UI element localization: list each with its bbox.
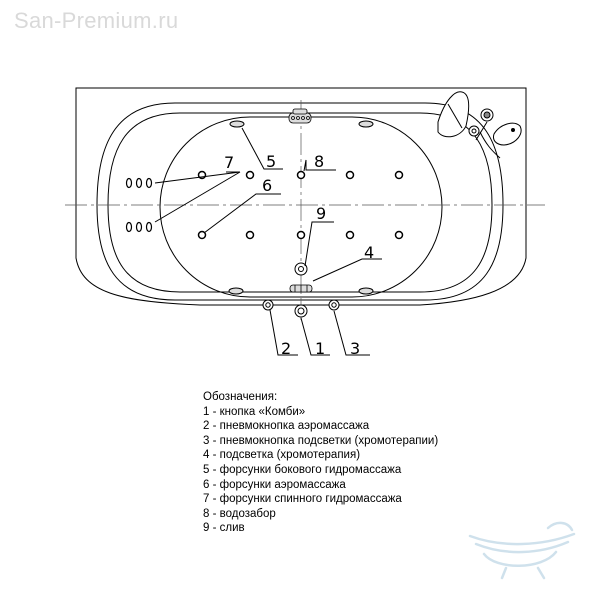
air-jet (245, 170, 255, 180)
back-jet (125, 221, 133, 233)
air-jet (345, 170, 355, 180)
callout-5: 5 (266, 152, 276, 171)
callout-6: 6 (262, 176, 272, 195)
back-jet (145, 221, 153, 233)
side-jet (229, 120, 245, 128)
legend-item: 7 - форсунки спинного гидромассажа (203, 493, 402, 506)
legend-item: 6 - форсунки аэромассажа (203, 478, 346, 491)
air-button-inner (265, 302, 271, 308)
mixer-faucet (437, 91, 522, 159)
combi-button-inner (297, 307, 305, 315)
legend: Обозначения: 1 - кнопка «Комби» 2 - пнев… (203, 390, 438, 536)
leader-lines (154, 127, 382, 356)
legend-item: 1 - кнопка «Комби» (203, 405, 306, 418)
site-watermark: San-Premium.ru (14, 8, 179, 33)
air-jet (394, 230, 404, 240)
side-hydromassage-jets (228, 120, 374, 295)
side-jet (358, 120, 374, 128)
back-jet (145, 177, 153, 189)
air-jet (197, 230, 207, 240)
callout-1: 1 (315, 339, 325, 358)
callout-4: 4 (364, 243, 374, 262)
side-jet (358, 287, 374, 295)
callout-2: 2 (281, 339, 291, 358)
air-jet (345, 230, 355, 240)
center-lines (65, 100, 545, 320)
aeromassage-jets (197, 170, 404, 240)
tub-bowl-contour (107, 112, 493, 293)
legend-title: Обозначения: (203, 391, 278, 403)
tub-outer-rim (75, 87, 527, 306)
callout-9: 9 (316, 204, 326, 223)
air-jet (296, 170, 306, 180)
callout-7: 7 (224, 153, 234, 172)
light-button-inner (331, 302, 337, 308)
legend-item: 5 - форсунки бокового гидромассажа (203, 463, 402, 476)
back-jet (135, 221, 143, 233)
air-jet (296, 230, 306, 240)
callout-8: 8 (314, 152, 324, 171)
legend-item: 3 - пневмокнопка подсветки (хромотерапии… (203, 434, 439, 447)
rim-buttons (262, 299, 340, 318)
back-jet (125, 177, 133, 189)
legend-item: 9 - слив (203, 522, 245, 535)
bathtub-logo-icon (468, 521, 576, 580)
legend-item: 2 - пневмокнопка аэромассажа (203, 420, 370, 433)
side-jet (228, 287, 244, 295)
legend-item: 8 - водозабор (203, 507, 276, 520)
air-jet (394, 170, 404, 180)
water-intake (288, 108, 312, 124)
back-jet (135, 177, 143, 189)
back-hydromassage-jets (125, 177, 153, 233)
tub-inner-bowl (96, 102, 504, 301)
callout-3: 3 (350, 339, 360, 358)
callout-labels: 1 2 3 4 5 6 7 8 9 (224, 152, 374, 358)
legend-item: 4 - подсветка (хромотерапия) (203, 449, 361, 462)
air-jet (245, 230, 255, 240)
chromotherapy-light (289, 284, 313, 293)
drain (294, 262, 308, 276)
